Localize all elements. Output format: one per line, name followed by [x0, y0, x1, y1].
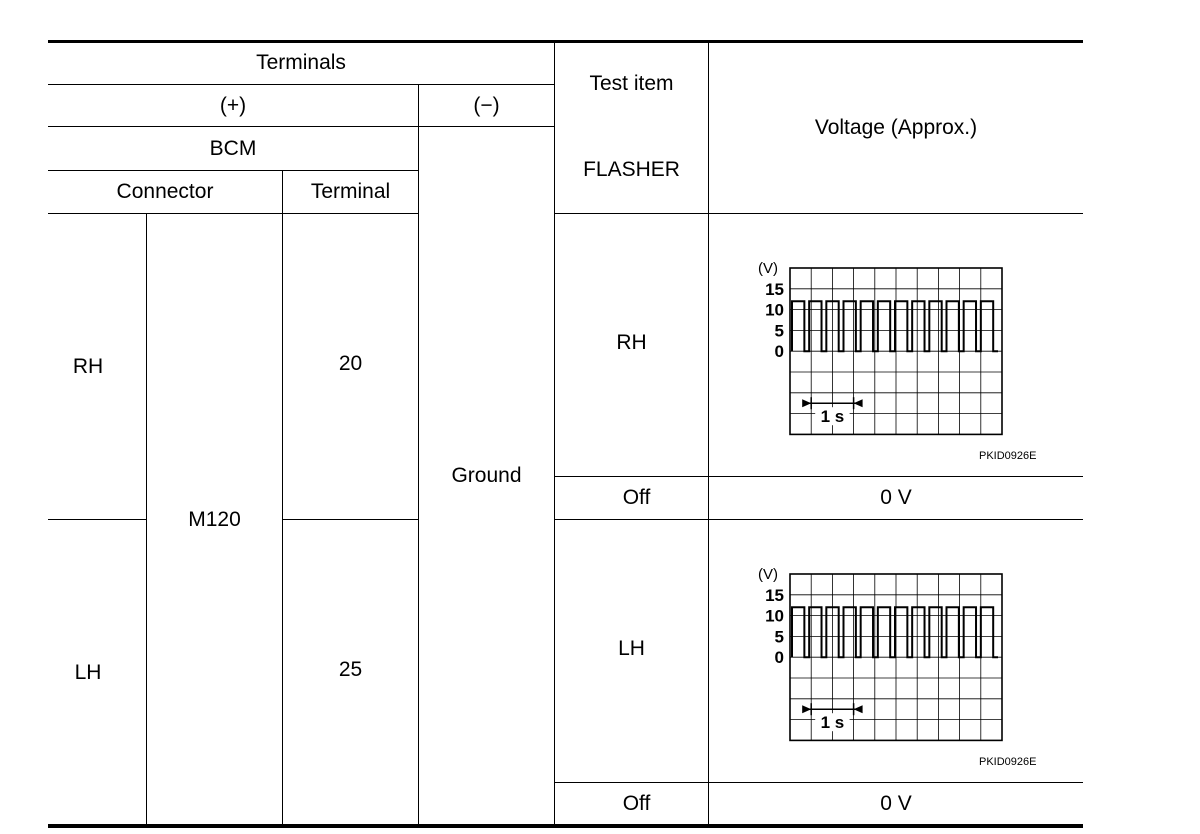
row-lh-voltage-off: 0 V	[880, 791, 912, 815]
scope-tick-label: 5	[775, 321, 784, 340]
header-flasher: FLASHER	[583, 157, 680, 181]
scope-tick-label: 5	[775, 627, 784, 646]
header-minus: (−)	[473, 93, 500, 117]
col-rule-side	[146, 213, 147, 825]
scope-tick-label: 0	[775, 342, 784, 361]
rule-plusminus-bottom	[48, 126, 554, 127]
rule-header-bottom-right	[554, 213, 1083, 214]
header-voltage: Voltage (Approx.)	[814, 115, 978, 139]
top-rule	[48, 40, 1083, 43]
bottom-rule	[48, 824, 1083, 828]
rule-rows-split-mid	[282, 519, 418, 520]
rule-rows-split-right	[554, 519, 1083, 520]
scope-tick-label: 10	[765, 607, 784, 626]
header-plus: (+)	[219, 93, 247, 117]
header-bcm: BCM	[209, 136, 257, 160]
header-terminal: Terminal	[310, 180, 391, 203]
row-lh-test-off: Off	[622, 791, 651, 815]
col-rule-terminal	[418, 84, 419, 825]
rule-rh-off-top	[554, 476, 1083, 477]
lh-scope-waveform: (V) 15 105 0 1 s	[758, 566, 1003, 742]
scope-time-label-bg	[815, 407, 850, 426]
row-lh-side: LH	[74, 660, 102, 684]
lh-figure-code: PKID0926E	[979, 756, 1037, 768]
col-rule-minus	[554, 42, 555, 825]
scope-time-label: 1 s	[821, 407, 845, 426]
rule-header-bottom-left	[48, 213, 418, 214]
scope-time-label-bg	[815, 713, 850, 732]
scope-arrow-head	[853, 705, 863, 714]
rh-figure-code: PKID0926E	[979, 450, 1037, 462]
rh-scope-waveform: (V) 15 105 0 1 s	[758, 260, 1003, 436]
scope-unit-label: (V)	[758, 566, 778, 583]
col-rule-test-item	[708, 42, 709, 825]
scope-arrow-head	[802, 705, 812, 714]
connector-m120: M120	[188, 507, 241, 531]
rule-bcm-bottom	[48, 170, 418, 171]
row-rh-side: RH	[72, 354, 104, 378]
ground-label: Ground	[451, 464, 522, 487]
row-rh-test-on: RH	[616, 331, 647, 354]
scope-tick-label: 15	[765, 586, 784, 605]
scope-waveform-trace	[791, 606, 998, 659]
scope-tick-label: 0	[775, 648, 784, 667]
scope-unit-label: (V)	[758, 260, 778, 277]
row-lh-test-on: LH	[618, 637, 645, 660]
scope-time-label: 1 s	[821, 713, 845, 732]
scope-tick-label: 15	[765, 280, 784, 299]
scope-waveform-trace	[791, 300, 998, 353]
header-connector: Connector	[116, 180, 214, 203]
rule-terminals-bottom	[48, 84, 554, 85]
rule-lh-off-top	[554, 782, 1083, 783]
scope-arrow-head	[853, 399, 863, 408]
row-rh-terminal: 20	[338, 352, 363, 375]
col-rule-connector	[282, 170, 283, 825]
scope-tick-label: 10	[765, 301, 784, 320]
row-lh-terminal: 25	[338, 658, 363, 681]
row-rh-voltage-off: 0 V	[880, 486, 912, 509]
rule-rows-split-left	[48, 519, 146, 520]
row-rh-test-off: Off	[622, 486, 651, 509]
header-terminals: Terminals	[256, 51, 346, 74]
header-test-item: Test item	[589, 72, 674, 95]
scope-arrow-head	[802, 399, 812, 408]
